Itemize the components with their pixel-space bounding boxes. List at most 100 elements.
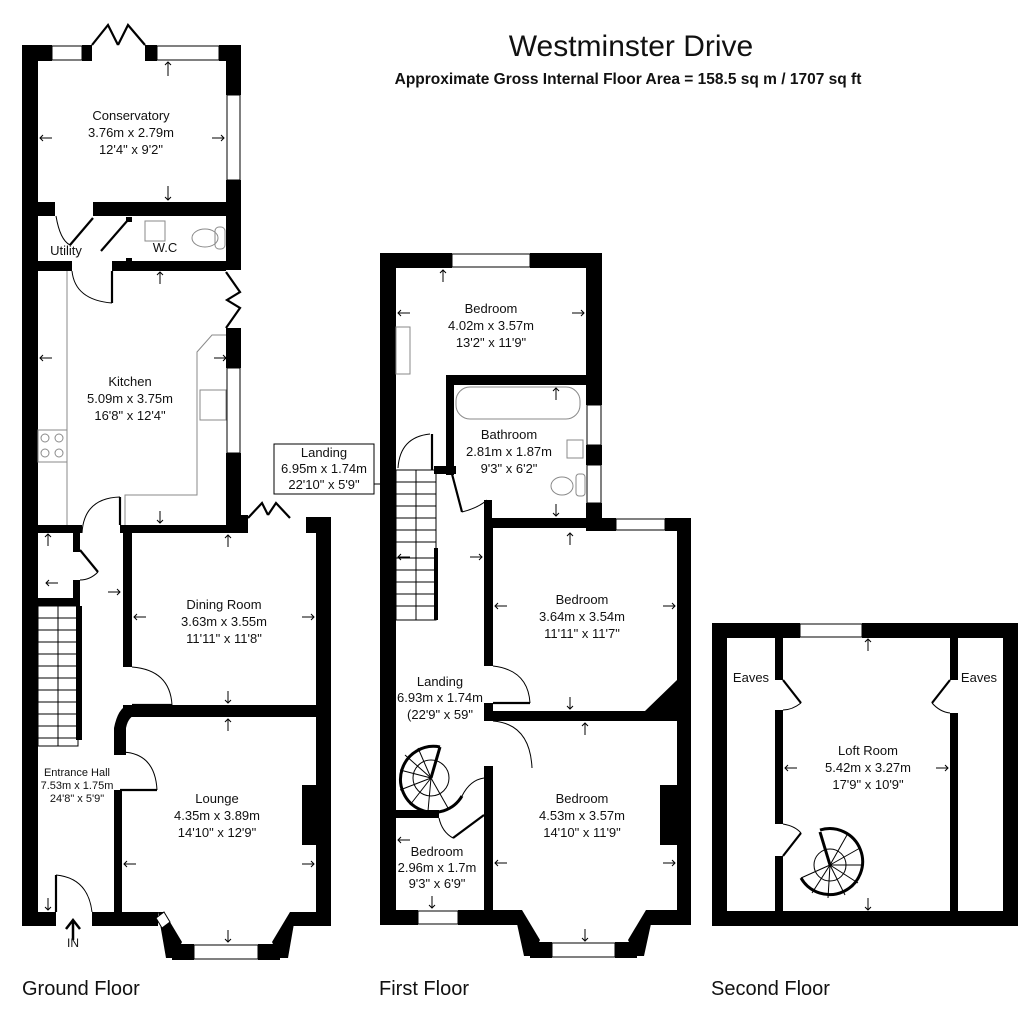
- door: [452, 814, 485, 839]
- spiral-staircase: [399, 744, 464, 814]
- hob-ring: [54, 433, 64, 443]
- room-imperial-loft: 17'9" x 10'9": [832, 777, 904, 792]
- bifold-door: [224, 271, 242, 329]
- wall: [73, 530, 80, 552]
- door-swing: [71, 270, 113, 304]
- staircase: [37, 605, 79, 747]
- wall: [458, 910, 520, 925]
- door-swing: [79, 571, 99, 581]
- window: [615, 518, 666, 531]
- wall: [586, 445, 602, 465]
- wall: [126, 217, 132, 222]
- wall: [434, 466, 456, 474]
- door: [267, 501, 291, 519]
- door[interactable]: [931, 679, 951, 704]
- wall: [123, 530, 132, 667]
- window: [226, 94, 241, 181]
- wall: [123, 705, 331, 717]
- second-floor-plan: Eaves Eaves Loft Room 5.42m x 3.27m 17'9…: [711, 623, 1018, 1000]
- wall: [446, 375, 602, 385]
- wall: [38, 525, 80, 533]
- floor-label-second: Second Floor: [711, 978, 830, 1000]
- entrance-label: IN: [67, 936, 79, 950]
- room-metric-bedroom-rear: 4.02m x 3.57m: [448, 318, 534, 333]
- wall: [628, 910, 654, 956]
- wall: [226, 328, 241, 368]
- door-swing: [461, 777, 485, 797]
- room-metric-bathroom: 2.81m x 1.87m: [466, 444, 552, 459]
- wall: [434, 548, 438, 620]
- wall: [114, 790, 122, 915]
- room-name-conservatory: Conservatory: [92, 108, 170, 123]
- floor-label-first: First Floor: [379, 978, 469, 1000]
- bath-icon: [455, 386, 581, 420]
- wall: [120, 525, 248, 533]
- wall: [258, 944, 280, 960]
- window: [586, 464, 602, 504]
- wall: [292, 912, 331, 926]
- toilet-icon: [191, 228, 219, 248]
- door[interactable]: [782, 832, 802, 857]
- wall: [76, 606, 82, 740]
- wall: [950, 638, 958, 680]
- wall: [73, 580, 80, 605]
- door-swing: [782, 823, 802, 834]
- measurement-arrows: [397, 269, 676, 942]
- staircase: [395, 469, 437, 621]
- wall: [226, 45, 241, 95]
- room-name-hall: Entrance Hall: [44, 767, 110, 779]
- door: [69, 217, 94, 246]
- door-swing: [55, 215, 71, 246]
- wall: [446, 375, 454, 475]
- door-swing: [438, 817, 454, 839]
- toilet-cistern-icon: [575, 473, 586, 497]
- door: [247, 501, 269, 519]
- worktop-edge: [124, 334, 226, 525]
- room-name-lounge: Lounge: [195, 791, 238, 806]
- chimney-breast: [302, 785, 318, 845]
- wall: [677, 518, 691, 925]
- plan-title: Westminster Drive: [509, 30, 753, 63]
- callout-metric: 6.95m x 1.74m: [281, 461, 367, 476]
- wall: [226, 515, 248, 533]
- wall: [38, 202, 55, 216]
- wall: [484, 528, 493, 666]
- wall: [22, 45, 52, 61]
- door-swing: [119, 751, 158, 791]
- wall: [484, 766, 493, 925]
- room-name-eaves-left: Eaves: [733, 670, 770, 685]
- wall: [650, 910, 691, 925]
- door: [450, 473, 464, 513]
- door-swing: [397, 433, 431, 469]
- wall: [380, 253, 452, 268]
- room-imperial-dining: 11'11" x 11'8": [186, 631, 262, 646]
- room-imperial-hall: 24'8" x 5'9": [50, 793, 104, 805]
- wall: [22, 912, 56, 926]
- wall: [530, 942, 552, 958]
- wall: [272, 912, 296, 958]
- room-metric-loft: 5.42m x 3.27m: [825, 760, 911, 775]
- hob-ring: [54, 448, 64, 458]
- room-name-bathroom: Bathroom: [481, 427, 537, 442]
- wall: [380, 910, 418, 925]
- wall: [950, 713, 958, 913]
- hob-icon: [37, 429, 68, 463]
- hob-ring: [40, 433, 50, 443]
- window: [51, 45, 83, 61]
- toilet-cistern-icon: [214, 226, 226, 250]
- wall: [380, 253, 396, 925]
- window: [799, 623, 863, 638]
- wall: [93, 202, 241, 216]
- door[interactable]: [782, 679, 802, 704]
- window: [155, 911, 171, 929]
- window: [586, 404, 602, 446]
- wall: [114, 705, 140, 755]
- door: [100, 219, 129, 252]
- basin-icon: [144, 220, 166, 242]
- room-imperial-bedroom-front: 14'10" x 11'9": [543, 825, 621, 840]
- door: [79, 549, 99, 573]
- floor-area-summary: Approximate Gross Internal Floor Area = …: [395, 71, 862, 88]
- wall: [862, 623, 1018, 638]
- wall: [712, 623, 800, 638]
